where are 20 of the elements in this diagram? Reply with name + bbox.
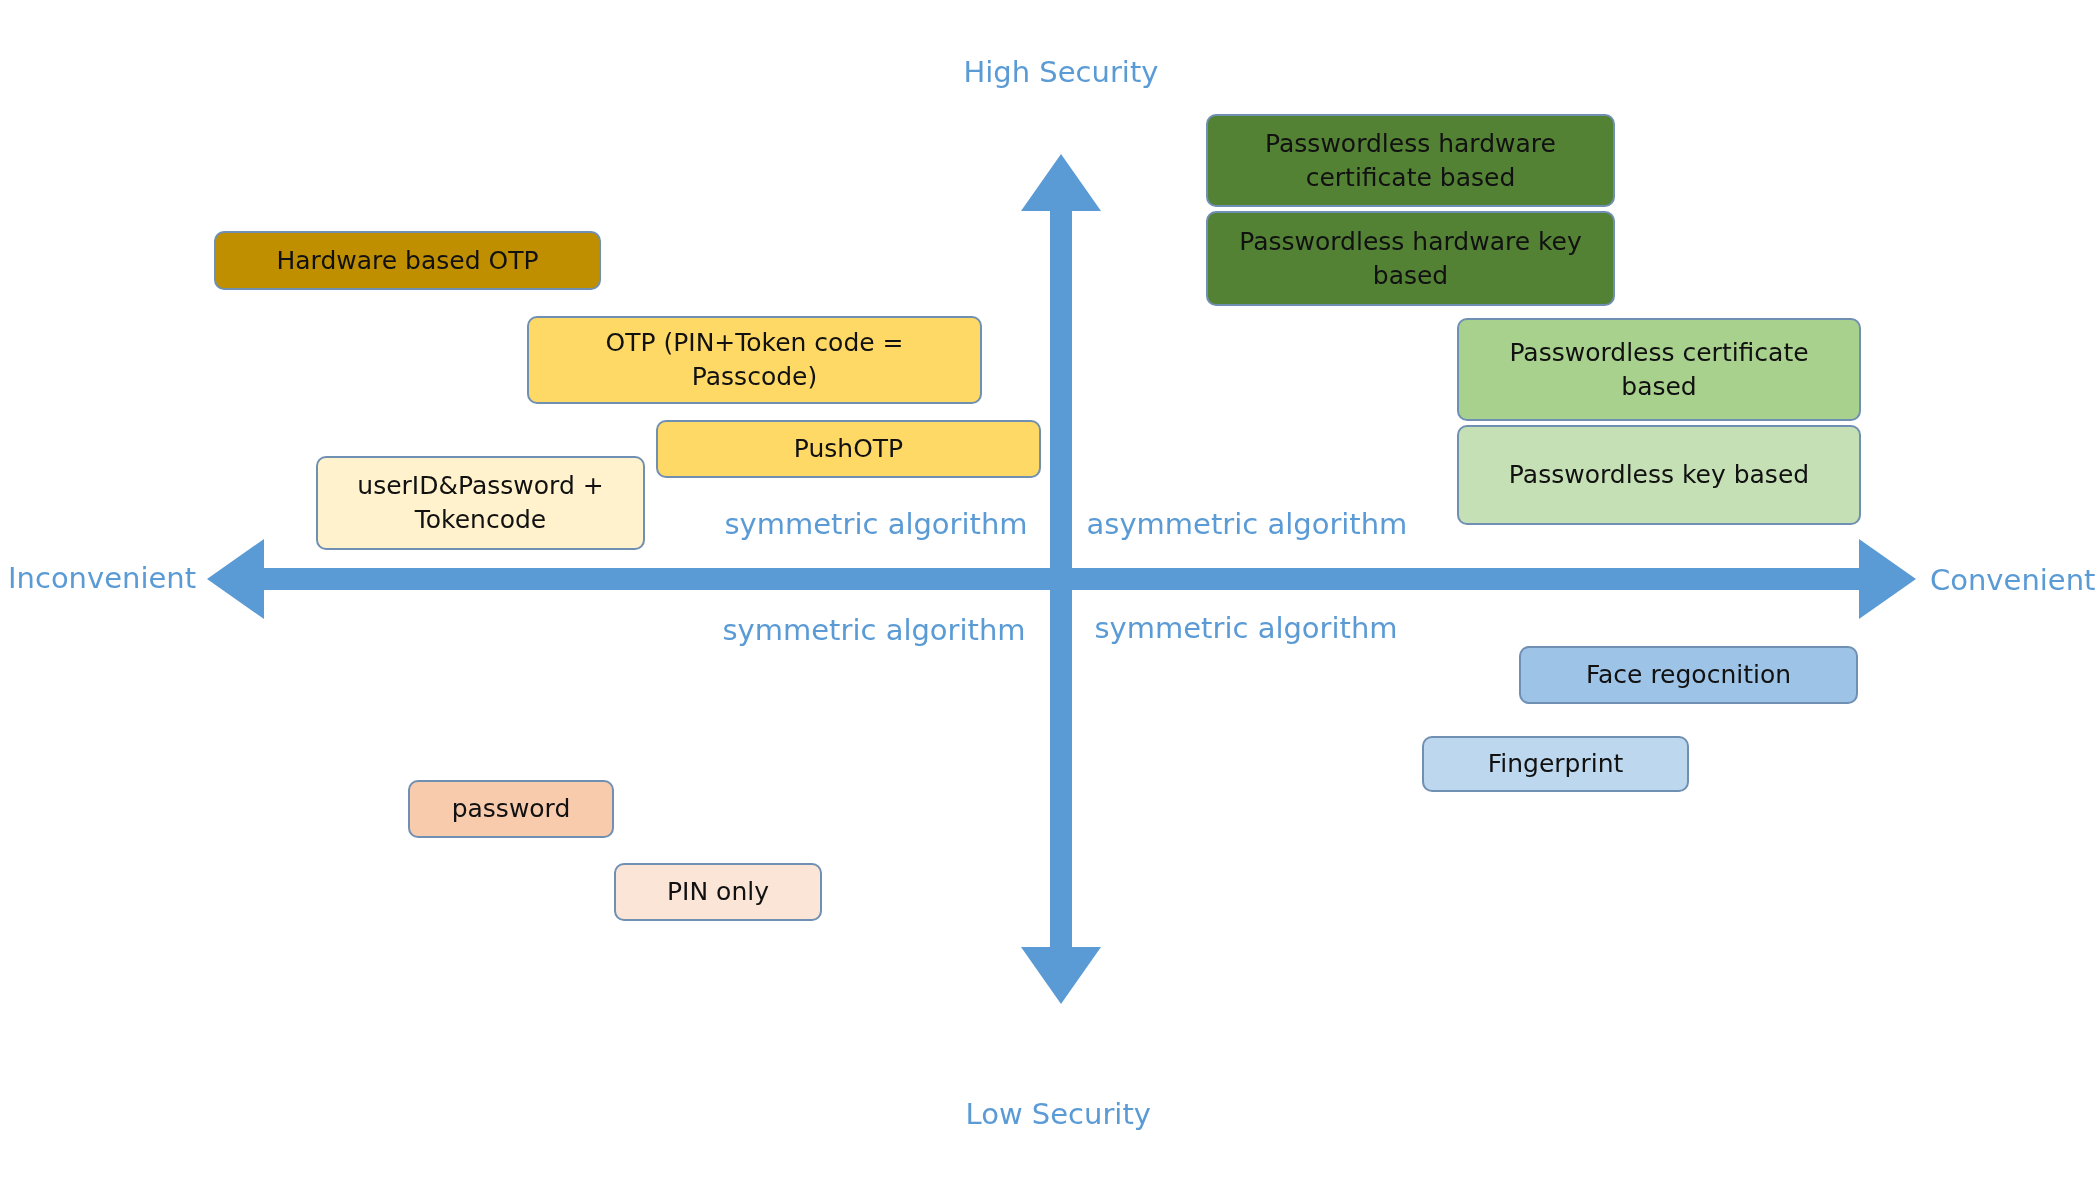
quadrant-label: asymmetric algorithm [1086, 510, 1408, 539]
method-box: Passwordless hardware key based [1206, 211, 1615, 306]
quadrant-label: symmetric algorithm [722, 616, 1026, 645]
quadrant-label: symmetric algorithm [724, 510, 1028, 539]
method-box: OTP (PIN+Token code = Passcode) [527, 316, 982, 404]
method-box: password [408, 780, 614, 838]
axis-label: Inconvenient [8, 564, 197, 593]
method-box: Hardware based OTP [214, 231, 601, 290]
axis-label: Convenient [1930, 566, 2096, 595]
method-box: Passwordless certificate based [1457, 318, 1861, 421]
method-box: PIN only [614, 863, 822, 921]
axis-label: Low Security [965, 1100, 1151, 1129]
method-box: PushOTP [656, 420, 1041, 478]
quadrant-label: symmetric algorithm [1094, 614, 1398, 643]
method-box: Passwordless key based [1457, 425, 1861, 525]
method-box: Fingerprint [1422, 736, 1689, 792]
method-box: Face regocnition [1519, 646, 1858, 704]
method-box: Passwordless hardware certificate based [1206, 114, 1615, 207]
axis-label: High Security [963, 58, 1159, 87]
method-box: userID&Password + Tokencode [316, 456, 645, 550]
